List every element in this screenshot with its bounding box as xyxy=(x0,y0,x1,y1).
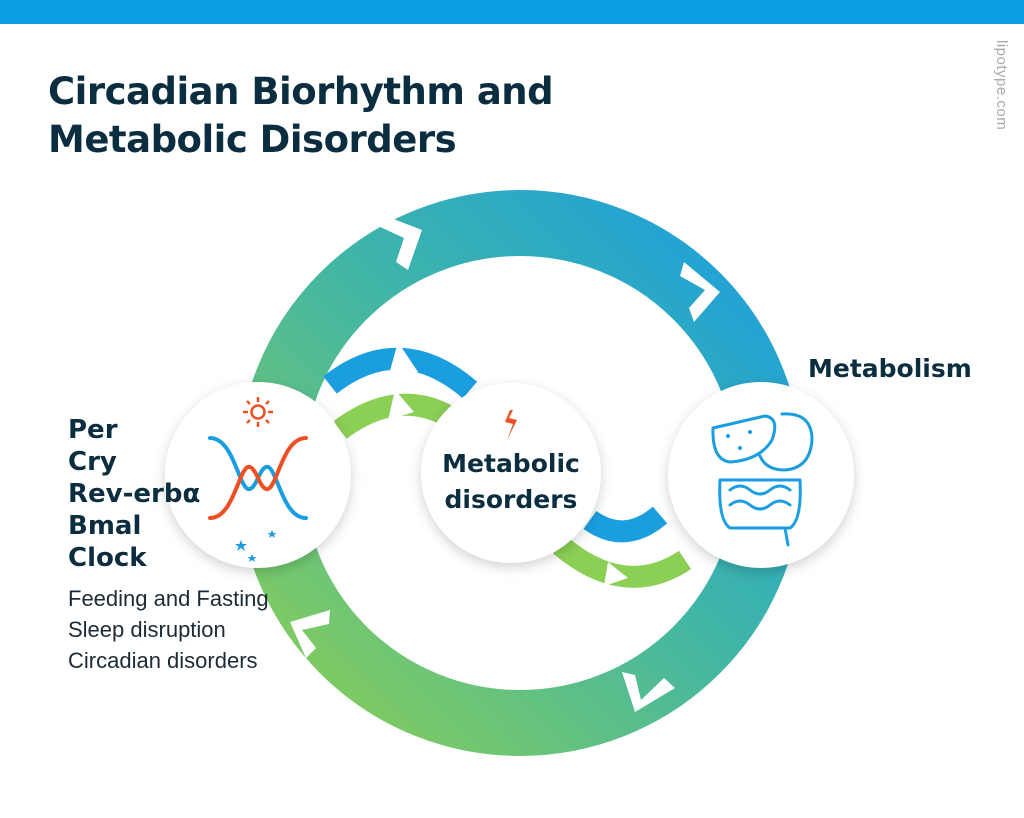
inner-arrow-blue-lower xyxy=(583,506,668,543)
metabolic-disorders-label: Metabolic disorders xyxy=(433,446,589,518)
factor-item: Sleep disruption xyxy=(68,617,226,642)
title-line-2: Metabolic Disorders xyxy=(48,118,457,161)
gene-item: Bmal xyxy=(68,511,142,541)
metabolism-label: Metabolism xyxy=(808,354,972,383)
liver-spots xyxy=(726,430,752,450)
title-line-1: Circadian Biorhythm and xyxy=(48,70,554,113)
factor-item: Feeding and Fasting xyxy=(68,586,269,611)
inner-arrow-green-lower xyxy=(552,536,692,588)
gene-list: Per Cry Rev-erbα Bmal Clock xyxy=(68,414,200,574)
page-title: Circadian Biorhythm and Metabolic Disord… xyxy=(48,68,554,164)
top-bar xyxy=(0,0,1024,24)
gene-item: Clock xyxy=(68,543,147,573)
inner-arrow-notch-3 xyxy=(604,562,628,586)
gene-item: Per xyxy=(68,415,118,445)
stomach-icon xyxy=(758,412,814,472)
intestine-icon xyxy=(718,478,802,547)
lightning-icon xyxy=(505,410,517,440)
gene-item: Rev-erbα xyxy=(68,479,201,509)
metabolism-circle xyxy=(668,382,854,568)
inner-arrow-notch-2 xyxy=(388,390,414,420)
watermark: lipotype.com xyxy=(993,40,1010,131)
gene-item: Cry xyxy=(68,447,117,477)
liver-icon xyxy=(711,414,777,464)
factor-item: Circadian disorders xyxy=(68,648,258,673)
factor-list: Feeding and Fasting Sleep disruption Cir… xyxy=(68,583,269,676)
sun-icon xyxy=(243,397,273,427)
ring-arrow-notches xyxy=(290,212,720,712)
wave-icon xyxy=(208,436,308,520)
center-label-line-2: disorders xyxy=(444,485,578,514)
metabolic-disorders-circle xyxy=(421,383,601,563)
inner-arrow-notch-1 xyxy=(388,342,418,378)
center-label-line-1: Metabolic xyxy=(442,449,580,478)
star-icon xyxy=(235,530,277,562)
